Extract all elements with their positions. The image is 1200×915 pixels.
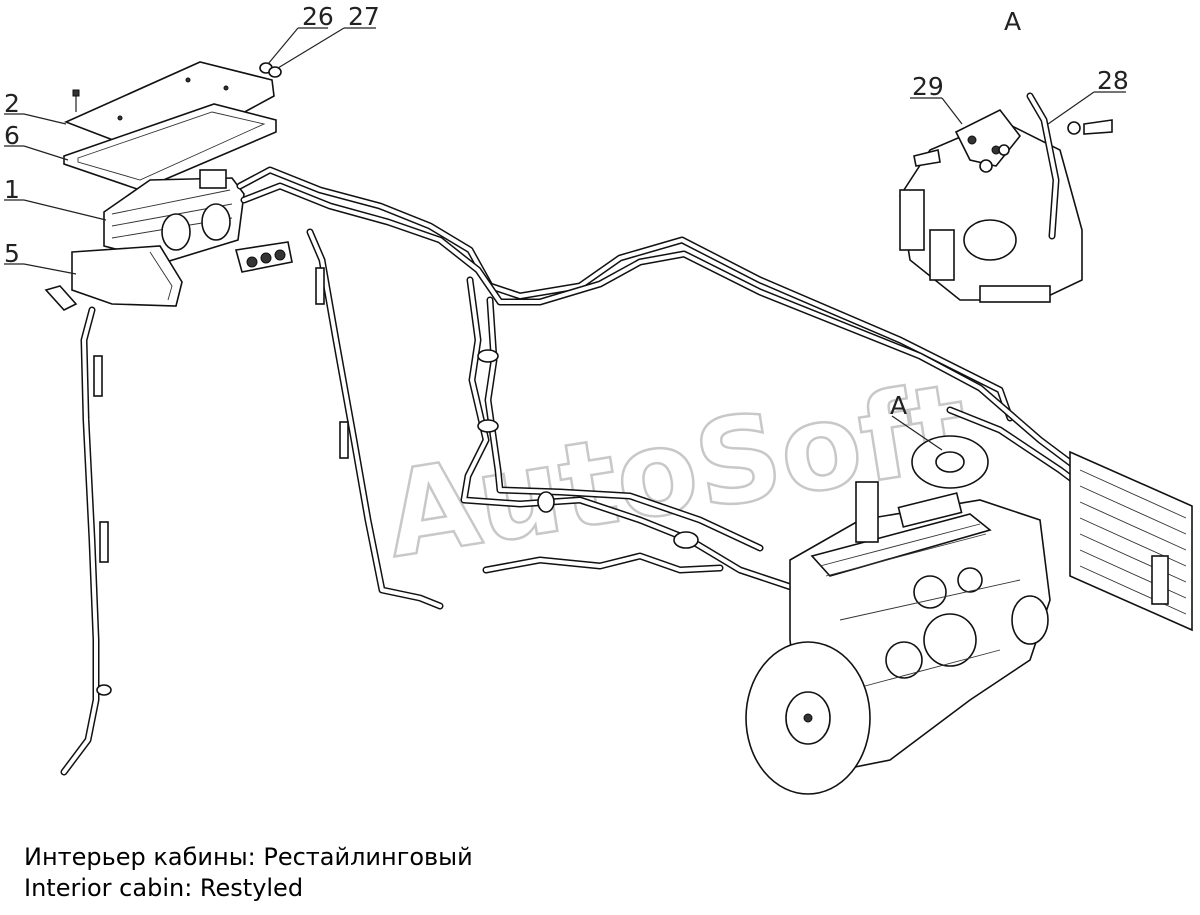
parts-diagram: AutoSoft xyxy=(4,2,1193,795)
callout-6: 6 xyxy=(4,121,69,161)
control-panel xyxy=(234,241,293,273)
svg-text:28: 28 xyxy=(1097,66,1129,95)
heater-unit xyxy=(103,169,245,263)
callout-28: 28 xyxy=(1047,66,1129,125)
svg-text:5: 5 xyxy=(4,239,20,268)
callout-27: 27 xyxy=(277,2,380,69)
svg-text:A: A xyxy=(890,391,907,420)
svg-text:27: 27 xyxy=(348,2,380,31)
air-duct-housing xyxy=(71,245,183,307)
detail-view-a xyxy=(899,92,1113,303)
svg-text:26: 26 xyxy=(302,2,334,31)
callout-5: 5 xyxy=(4,239,77,275)
svg-text:2: 2 xyxy=(4,89,20,118)
cover-plate xyxy=(63,61,275,159)
gasket xyxy=(63,103,277,191)
view-label-a-engine: A xyxy=(890,391,943,451)
caption-russian: Интерьер кабины: Рестайлинговый xyxy=(24,843,473,871)
callout-2: 2 xyxy=(4,89,67,125)
svg-text:29: 29 xyxy=(912,72,944,101)
flywheel-housing xyxy=(745,641,871,795)
clip xyxy=(44,285,78,311)
caps-26-27 xyxy=(259,62,282,78)
callout-26: 26 xyxy=(267,2,334,65)
view-label-a-top: A xyxy=(1004,7,1021,36)
svg-text:6: 6 xyxy=(4,121,20,150)
compressor xyxy=(911,435,989,489)
caption: Интерьер кабины: Рестайлинговый Interior… xyxy=(24,842,473,904)
svg-text:A: A xyxy=(1004,7,1021,36)
svg-text:1: 1 xyxy=(4,175,20,204)
caption-english: Interior cabin: Restyled xyxy=(24,874,304,902)
condenser xyxy=(1069,450,1193,632)
callout-1: 1 xyxy=(4,175,107,221)
callout-29: 29 xyxy=(910,72,963,125)
